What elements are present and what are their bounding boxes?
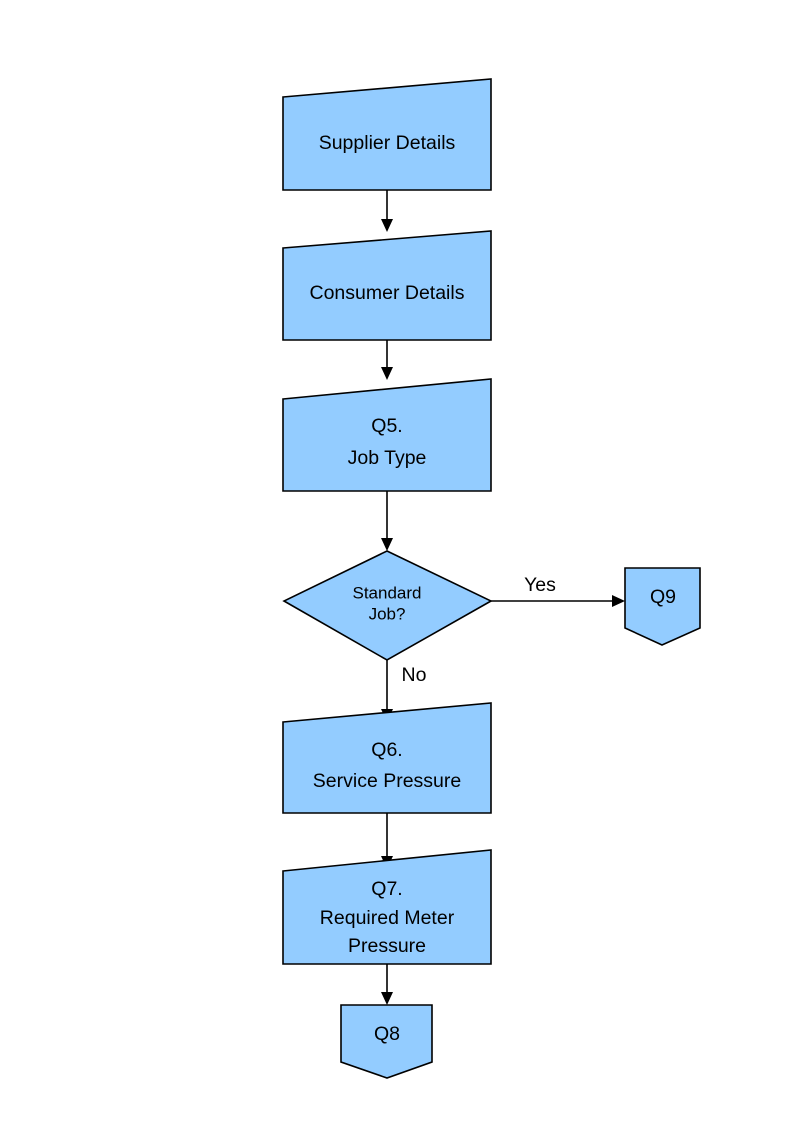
node-standard-job-decision[interactable]: Standard Job? (282, 550, 493, 661)
node-supplier-details[interactable]: Supplier Details (282, 78, 492, 191)
edge-supplier-to-consumer (381, 190, 393, 232)
edge-decision-to-q9-yes: Yes (491, 574, 625, 607)
q7-required-meter-pressure-label-line3: Pressure (348, 935, 426, 957)
node-q5-job-type[interactable]: Q5. Job Type (282, 378, 492, 492)
q7-required-meter-pressure-label-line1: Q7. (371, 878, 402, 900)
q7-required-meter-pressure-shape[interactable] (282, 849, 492, 965)
q6-service-pressure-label-line2: Service Pressure (313, 770, 461, 792)
arrowhead-icon (612, 595, 625, 607)
node-q6-service-pressure[interactable]: Q6. Service Pressure (282, 702, 492, 814)
consumer-details-label: Consumer Details (310, 282, 465, 304)
q6-service-pressure-shape[interactable] (282, 702, 492, 814)
arrowhead-icon (381, 992, 393, 1005)
q8-connector-label: Q8 (374, 1023, 400, 1045)
q8-connector-shape[interactable] (340, 1004, 433, 1079)
q5-job-type-shape[interactable] (282, 378, 492, 492)
edge-label-no: No (402, 664, 427, 686)
consumer-details-shape[interactable] (282, 230, 492, 341)
node-q9-connector[interactable]: Q9 (624, 567, 701, 646)
edge-q5-to-decision (381, 491, 393, 551)
standard-job-decision-label-line2: Job? (369, 604, 406, 623)
q9-connector-shape[interactable] (624, 567, 701, 646)
edge-q7-to-q8 (381, 964, 393, 1005)
q5-job-type-label-line2: Job Type (348, 447, 427, 469)
supplier-details-label: Supplier Details (319, 132, 456, 154)
arrowhead-icon (381, 538, 393, 551)
node-q7-required-meter-pressure[interactable]: Q7. Required Meter Pressure (282, 849, 492, 965)
standard-job-decision-label-line1: Standard (353, 583, 422, 602)
q7-required-meter-pressure-label-line2: Required Meter (320, 907, 455, 929)
q6-service-pressure-label-line1: Q6. (371, 739, 402, 761)
arrowhead-icon (381, 367, 393, 380)
arrowhead-icon (381, 219, 393, 232)
node-consumer-details[interactable]: Consumer Details (282, 230, 492, 341)
q9-connector-label: Q9 (650, 586, 676, 608)
node-q8-connector[interactable]: Q8 (340, 1004, 433, 1079)
supplier-details-shape[interactable] (282, 78, 492, 191)
edge-label-yes: Yes (524, 574, 556, 596)
q5-job-type-label-line1: Q5. (371, 415, 402, 437)
edge-consumer-to-q5 (381, 340, 393, 380)
